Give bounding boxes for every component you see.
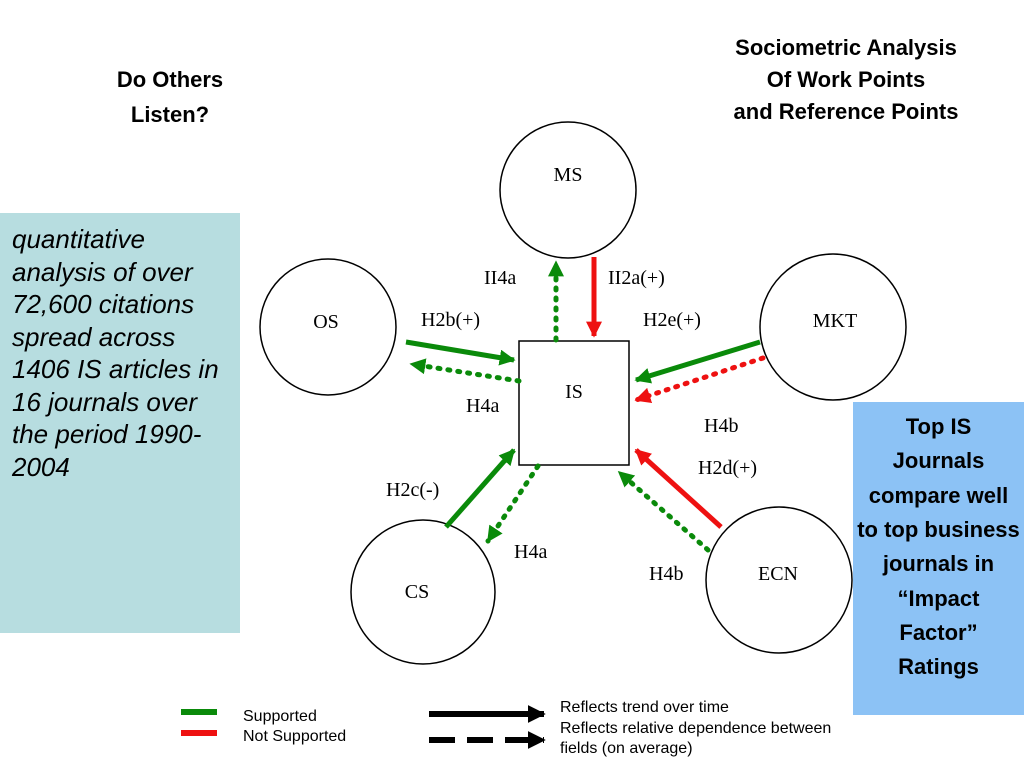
node-cs	[350, 519, 496, 665]
label-ms-h2a: II2a(+)	[608, 267, 665, 289]
legend-not-supported-label: Not Supported	[243, 728, 346, 745]
node-mkt-label: MKT	[813, 310, 857, 332]
arrow-mkt-to-is-dependence	[633, 355, 766, 404]
arrow-ecn-to-is-trend	[634, 448, 723, 529]
right-title-line-2: Of Work Points	[766, 66, 926, 92]
arrow-ecn-to-is-dependence	[616, 469, 711, 553]
node-ecn-label: ECN	[758, 563, 798, 585]
label-ecn-h2d: H2d(+)	[698, 457, 757, 479]
left-title: Do Others Listen?	[116, 67, 224, 128]
node-os-label: OS	[313, 311, 339, 333]
arrow-os-to-is-trend	[405, 339, 516, 366]
label-ms-h4a: II4a	[484, 267, 516, 289]
legend-dashed-meaning-line-2: fields (on average)	[560, 740, 693, 757]
citation-analysis-note: quantitative analysis of over 72,600 cit…	[0, 213, 240, 633]
node-is-label: IS	[565, 381, 583, 403]
legend-dashed-meaning-line-1: Reflects relative dependence between	[560, 720, 831, 737]
right-title: Sociometric Analysis Of Work Points and …	[690, 32, 1002, 128]
label-cs-h4a: H4a	[514, 541, 547, 563]
node-ecn	[705, 506, 853, 654]
label-mkt-h4b: H4b	[704, 415, 738, 437]
label-cs-h2c: H2c(-)	[386, 479, 439, 501]
arrow-is-to-cs-dependence	[485, 463, 541, 544]
legend-supported-label: Supported	[243, 708, 317, 725]
node-mkt	[759, 253, 907, 401]
legend-solid-meaning: Reflects trend over time	[560, 699, 729, 716]
right-title-line-3: and Reference Points	[733, 98, 959, 124]
label-ecn-h4b: H4b	[649, 563, 683, 585]
label-mkt-h2e: H2e(+)	[643, 309, 701, 331]
right-title-line-1: Sociometric Analysis	[735, 35, 957, 60]
label-os-h2b: H2b(+)	[421, 309, 480, 331]
label-os-h4a: H4a	[466, 395, 499, 417]
node-os	[259, 258, 397, 396]
node-cs-label: CS	[405, 581, 429, 603]
arrow-mkt-to-is-trend	[634, 339, 761, 384]
node-ms-label: MS	[554, 164, 583, 186]
impact-factor-note: Top IS Journals compare well to top busi…	[853, 402, 1024, 715]
node-is	[518, 340, 630, 466]
node-ms	[499, 121, 637, 259]
arrow-is-to-os-dependence	[408, 358, 522, 384]
arrow-cs-to-is-trend	[444, 448, 516, 529]
legend: Supported Not Supported Reflects trend o…	[181, 699, 831, 757]
